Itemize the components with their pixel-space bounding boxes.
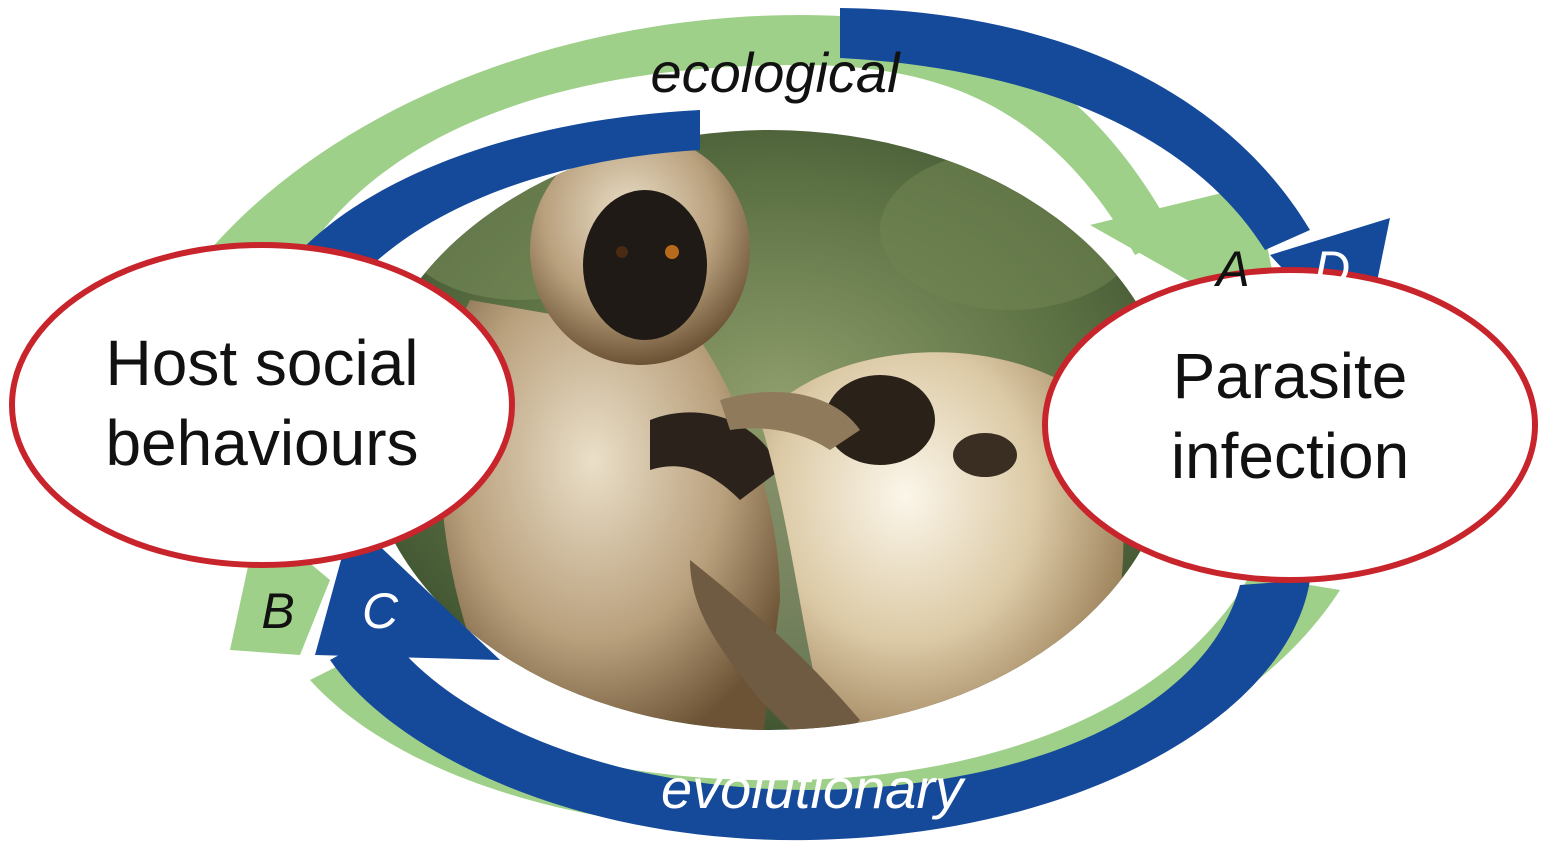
arrow-letter-d: D xyxy=(1314,241,1350,297)
parasite-label-line1: Parasite xyxy=(1173,340,1408,412)
ecological-label: ecological xyxy=(650,41,901,104)
arrow-letter-b: B xyxy=(261,583,294,639)
host-node: Host social behaviours xyxy=(12,245,512,565)
host-ellipse xyxy=(12,245,512,565)
parasite-label-line2: infection xyxy=(1171,420,1409,492)
evolutionary-label: evolutionary xyxy=(661,757,966,820)
host-label-line1: Host social xyxy=(106,327,419,399)
arrow-letter-c: C xyxy=(362,583,399,639)
parasite-node: Parasite infection xyxy=(1045,270,1535,580)
arrow-letter-a: A xyxy=(1213,241,1249,297)
host-label-line2: behaviours xyxy=(105,407,418,479)
